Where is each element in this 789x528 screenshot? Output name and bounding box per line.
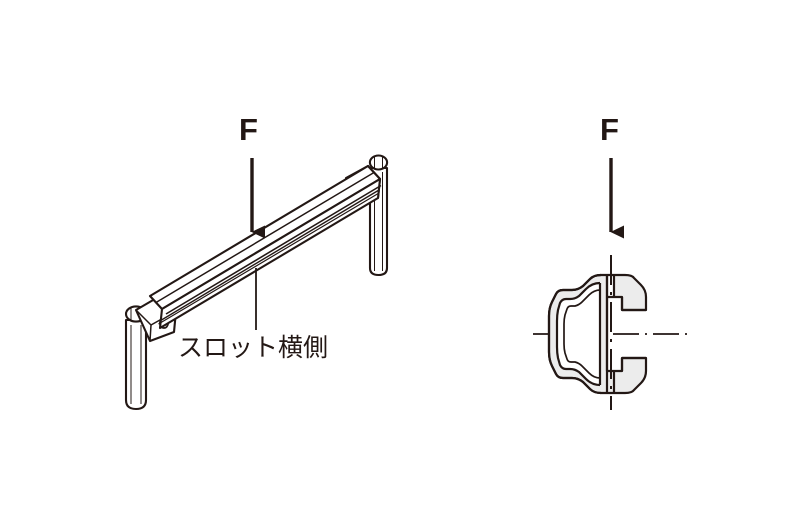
rail-groove-line-2 xyxy=(165,184,382,315)
rail-front-face xyxy=(158,177,382,330)
slot-side-callout-label: スロット横側 xyxy=(178,333,329,362)
force-label-right: F xyxy=(600,112,619,147)
left-post-body xyxy=(124,318,148,411)
left-isometric-view xyxy=(124,154,389,411)
rail-groove-line-3 xyxy=(161,189,380,321)
right-cross-section-view xyxy=(533,158,690,410)
rail-groove-line-4 xyxy=(158,192,379,325)
force-label-left: F xyxy=(239,112,258,147)
cross-section-inner-contour xyxy=(563,289,601,379)
right-post-cap xyxy=(368,154,389,171)
rail-groove-line-1 xyxy=(155,171,375,304)
horizontal-slotted-rail xyxy=(148,164,382,330)
cross-section-back-arc xyxy=(547,273,602,395)
